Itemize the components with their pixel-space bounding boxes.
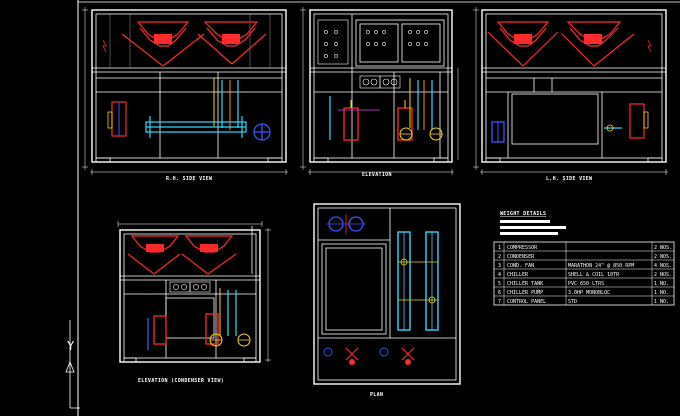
fan-plan-icon [323, 347, 415, 365]
view-title-elevation-condenser: ELEVATION (CONDENSER VIEW) [138, 378, 224, 384]
schedule-qty: 4 NOS. [654, 263, 672, 269]
compressor-head-icon [169, 281, 211, 293]
view-title-lh-side: L.H. SIDE VIEW [546, 176, 593, 182]
condenser-fan-icon [197, 21, 267, 65]
schedule-item: CHILLER [507, 272, 529, 278]
schedule-row: 4 CHILLER SHELL & COIL 10TR 2 NOS. [498, 272, 672, 278]
condenser-fan-icon [121, 21, 205, 67]
schedule-no: 3 [498, 263, 501, 269]
schedule-qty: 1 NO. [654, 299, 669, 305]
condenser-fan-icon [127, 235, 181, 275]
plan-view[interactable]: PLAN [313, 203, 461, 398]
schedule-spec: SHELL & COIL 10TR [568, 272, 620, 278]
schedule-row: 5 CHILLER TANK PVC 650 LTRS 1 NO. [498, 281, 669, 287]
view-title-plan: PLAN [370, 392, 383, 398]
schedule-no: 6 [498, 290, 501, 296]
schedule-spec: PVC 650 LTRS [568, 281, 604, 287]
lh-side-view[interactable]: L.H. SIDE VIEW [473, 7, 668, 182]
schedule-spec: MARATHON 24" @ 850 RPM [568, 263, 634, 269]
equipment-schedule-table: 1 COMPRESSOR 2 NOS. 2 CONDENSER 2 NOS. 3… [493, 241, 675, 306]
schedule-row: 3 COND. FAN MARATHON 24" @ 850 RPM 4 NOS… [498, 263, 672, 269]
schedule-item: COND. FAN [507, 263, 534, 269]
compressor-icon [629, 103, 649, 139]
schedule-item: CONTROL PANEL [507, 299, 546, 305]
condenser-fan-icon [561, 21, 635, 67]
schedule-no: 4 [498, 272, 501, 278]
schedule-no: 7 [498, 299, 501, 305]
schedule-row: 7 CONTROL PANEL STD 1 NO. [498, 299, 669, 305]
compressor-icon [107, 101, 127, 137]
elevation-condenser-view[interactable]: ELEVATION (CONDENSER VIEW) [117, 221, 271, 384]
schedule-no: 2 [498, 254, 501, 260]
chiller-pump-icon [399, 127, 443, 141]
schedule-qty: 2 NOS. [654, 272, 672, 278]
control-panel-icon [355, 19, 445, 67]
schedule-qty: 1 NO. [654, 290, 669, 296]
schedule-item: CONDENSER [507, 254, 535, 260]
schedule-item: COMPRESSOR [507, 245, 538, 251]
compressor-head-icon [359, 75, 401, 89]
schedule-qty: 1 NO. [654, 281, 669, 287]
compressor-top-icon [326, 214, 366, 234]
view-title-elevation: ELEVATION [362, 172, 392, 178]
schedule-spec: STD [568, 299, 577, 305]
schedule-item: CHILLER TANK [507, 281, 543, 287]
ucs-axis-icon: Y [65, 320, 80, 409]
elevation-view[interactable]: ELEVATION [300, 7, 459, 178]
chiller-pump-icon [209, 333, 251, 347]
schedule-spec: 3.0HP MONOBLOC [568, 290, 610, 296]
schedule-no: 5 [498, 281, 501, 287]
schedule-qty: 2 NOS. [654, 254, 672, 260]
schedule-row: 1 COMPRESSOR 2 NOS. [498, 245, 672, 251]
condenser-fan-icon [487, 21, 559, 67]
compressor-icon [343, 100, 359, 141]
schedule-row: 6 CHILLER PUMP 3.0HP MONOBLOC 1 NO. [498, 290, 669, 296]
schedule-qty: 2 NOS. [654, 245, 672, 251]
ucs-y-label: Y [67, 339, 75, 353]
schedule-row: 2 CONDENSER 2 NOS. [498, 254, 672, 260]
chiller-pump-icon [253, 123, 271, 141]
weight-details-title: WEIGHT DETAILS [500, 211, 546, 217]
rh-side-view[interactable]: R.H. SIDE VIEW [82, 7, 288, 182]
chiller-pump-icon [491, 121, 505, 143]
weight-details-block: WEIGHT DETAILS [500, 211, 566, 235]
compressor-icon [153, 315, 167, 345]
view-title-rh-side: R.H. SIDE VIEW [166, 176, 213, 182]
chiller-icon [145, 116, 247, 138]
schedule-item: CHILLER PUMP [507, 290, 543, 296]
condenser-fan-icon [181, 235, 237, 275]
schedule-no: 1 [498, 245, 501, 251]
chiller-icon [397, 231, 439, 331]
